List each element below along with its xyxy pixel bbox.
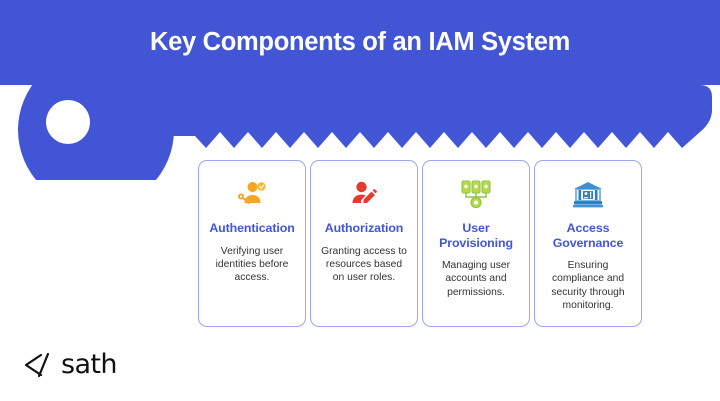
bank-institution-icon [535, 169, 641, 219]
key-shaft [150, 85, 712, 148]
card-description: Ensuring compliance and security through… [551, 260, 625, 312]
key-shape-graphic [18, 80, 712, 180]
card-access-governance[interactable]: Access Governance Ensuring compliance an… [534, 160, 642, 327]
key-head-hole [46, 100, 90, 144]
header-band [0, 0, 720, 85]
card-title: Authentication [209, 221, 295, 235]
card-user-provisioning[interactable]: User Provisioning Managing user accounts… [422, 160, 530, 327]
user-edit-icon [311, 169, 417, 219]
code-slash-mark [24, 352, 50, 378]
logo-text: sath [61, 348, 118, 380]
card-authorization[interactable]: Authorization Granting access to resourc… [310, 160, 418, 327]
card-title: Access Governance [552, 221, 624, 250]
card-title: Authorization [324, 221, 404, 235]
card-description: Granting access to resources based on us… [321, 245, 407, 284]
page-title: Key Components of an IAM System [149, 28, 571, 56]
card-description: Verifying user identities before access. [215, 245, 289, 284]
org-network-icon [423, 169, 529, 219]
card-authentication[interactable]: Authentication Verifying user identities… [198, 160, 306, 327]
key-head [18, 80, 174, 180]
users-key-check-icon [199, 169, 305, 219]
sath-logo[interactable]: sath [24, 348, 118, 380]
card-title: User Provisioning [439, 221, 513, 250]
card-description: Managing user accounts and permissions. [441, 260, 511, 298]
